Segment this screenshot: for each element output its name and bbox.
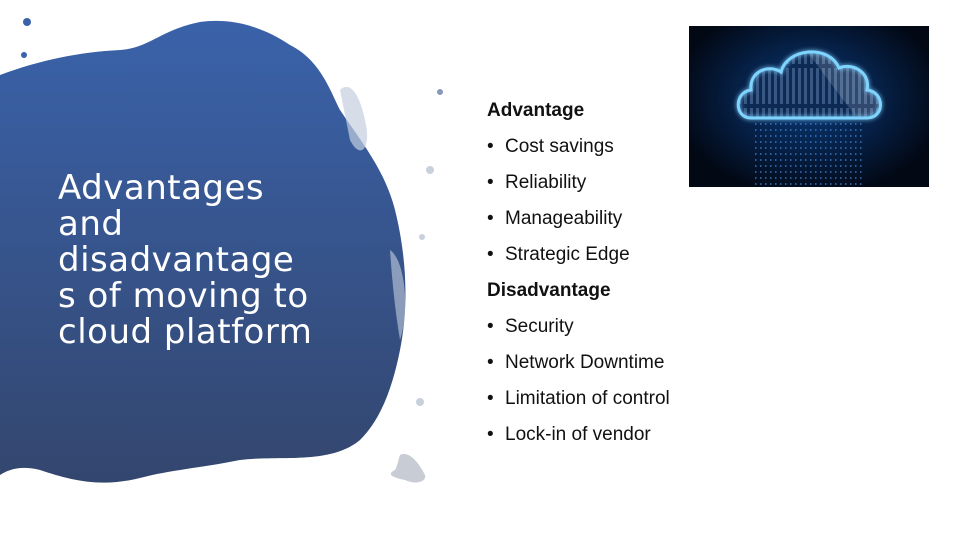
title-line: and <box>58 204 124 244</box>
list-item: • Security <box>487 309 787 345</box>
list-item-label: Network Downtime <box>505 352 665 373</box>
bullet-icon: • <box>487 352 494 373</box>
slide-title: Advantages and disadvantage s of moving … <box>58 170 358 350</box>
cloud-server-image <box>689 26 929 187</box>
list-item: • Reliability <box>487 165 787 201</box>
list-item-label: Strategic Edge <box>505 244 630 265</box>
list-item-label: Cost savings <box>505 136 614 157</box>
list-item: • Network Downtime <box>487 345 787 381</box>
title-line: disadvantage <box>58 240 295 280</box>
content-list: Advantage • Cost savings • Reliability • Ma… <box>487 93 787 453</box>
bullet-icon: • <box>487 244 494 265</box>
paint-splash-background <box>0 18 443 483</box>
bullet-icon: • <box>487 136 494 157</box>
list-item-label: Reliability <box>505 172 587 193</box>
cloud-server-icon <box>736 50 882 187</box>
list-item: • Manageability <box>487 201 787 237</box>
list-item: • Limitation of control <box>487 381 787 417</box>
list-item-label: Lock-in of vendor <box>505 424 651 445</box>
bullet-icon: • <box>487 424 494 445</box>
section-heading-disadvantage: Disadvantage <box>487 280 611 301</box>
list-item-label: Manageability <box>505 208 623 229</box>
list-item: • Lock-in of vendor <box>487 417 787 453</box>
bullet-icon: • <box>487 316 494 337</box>
section-heading-advantage: Advantage <box>487 100 585 121</box>
title-line: s of moving to <box>58 276 309 316</box>
bullet-icon: • <box>487 172 494 193</box>
list-item-label: Limitation of control <box>505 388 670 409</box>
title-line: cloud platform <box>58 312 313 352</box>
list-item: • Strategic Edge <box>487 237 787 273</box>
title-line: Advantages <box>58 168 265 208</box>
bullet-icon: • <box>487 208 494 229</box>
list-item: • Cost savings <box>487 129 787 165</box>
list-item-label: Security <box>505 316 574 337</box>
bullet-icon: • <box>487 388 494 409</box>
